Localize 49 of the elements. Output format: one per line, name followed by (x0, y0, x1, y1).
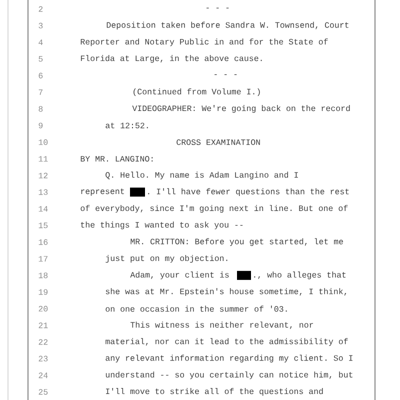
line-number: 25 (38, 389, 48, 395)
line-number: 21 (38, 322, 48, 328)
transcript-text: This witness is neither relevant, nor (130, 322, 314, 330)
transcript-text: represent (81, 188, 124, 196)
transcript-text: - - - (214, 74, 237, 75)
line-number: 23 (38, 356, 48, 362)
line-number: 2 (38, 6, 43, 12)
transcript-text: CROSS EXAMINATION (176, 139, 260, 145)
transcript-text: material, nor can it lead to the admissibility of (106, 338, 348, 346)
transcript-text: VIDEOGRAPHER: We're going back on the record (132, 105, 350, 113)
line-number: 24 (38, 372, 48, 378)
transcript-text: any relevant information regarding my client. So I (106, 354, 352, 362)
transcript-text: Q. Hello. My name is Adam Langino and I (106, 172, 298, 180)
transcript-text: understand -- so you certainly can notice him, but (106, 371, 352, 380)
line-number: 6 (38, 72, 43, 78)
line-number: 7 (38, 90, 42, 95)
transcript-text: BY MR. LANGINO: (80, 156, 153, 162)
line-number: 4 (38, 40, 43, 46)
transcript-text: Deposition taken before Sandra W. Townsend, Court (106, 22, 348, 30)
transcript-text: (Continued from Volume I.) (134, 88, 260, 96)
transcript-text: on one occasion in the summer of '03. (106, 306, 287, 312)
transcript-text: I'll move to strike all of the questions and (106, 388, 323, 396)
line-number: 20 (38, 306, 48, 312)
transcript-text: just put on my objection. (106, 254, 228, 263)
transcript-text: of everybody, since I'm going next in line. But one of (80, 204, 348, 213)
line-number: 5 (38, 56, 43, 62)
line-number: 3 (38, 22, 43, 28)
transcript-text: Adam, your client is (130, 272, 229, 280)
transcript-text: at 12:52. (106, 122, 148, 128)
line-number: 17 (38, 256, 48, 262)
line-number: 12 (38, 172, 48, 178)
line-number: 18 (38, 272, 48, 278)
transcript-text: the things I wanted to ask you -- (80, 222, 243, 230)
transcript-text: Reporter and Notary Public in and for the State of (80, 38, 328, 46)
line-number: 15 (38, 222, 48, 228)
transcript-text: MR. CRITTON: Before you get started, let me (130, 238, 343, 246)
transcript-text: . I'll have fewer questions than the rest (148, 188, 349, 196)
line-number: 14 (38, 206, 48, 212)
line-number: 19 (38, 289, 48, 295)
transcript-text: ., who alleges that (254, 272, 346, 280)
line-number: 11 (38, 156, 48, 162)
transcript-text: Florida at Large, in the above cause. (80, 55, 262, 63)
line-number: 13 (38, 189, 48, 195)
transcript-text: she was at Mr. Epstein's house sometime, I think, (106, 288, 346, 296)
line-number: 22 (38, 339, 48, 345)
line-number: 10 (38, 139, 48, 145)
line-number: 9 (38, 122, 43, 128)
line-number: 16 (38, 239, 48, 245)
line-number: 8 (38, 106, 43, 112)
